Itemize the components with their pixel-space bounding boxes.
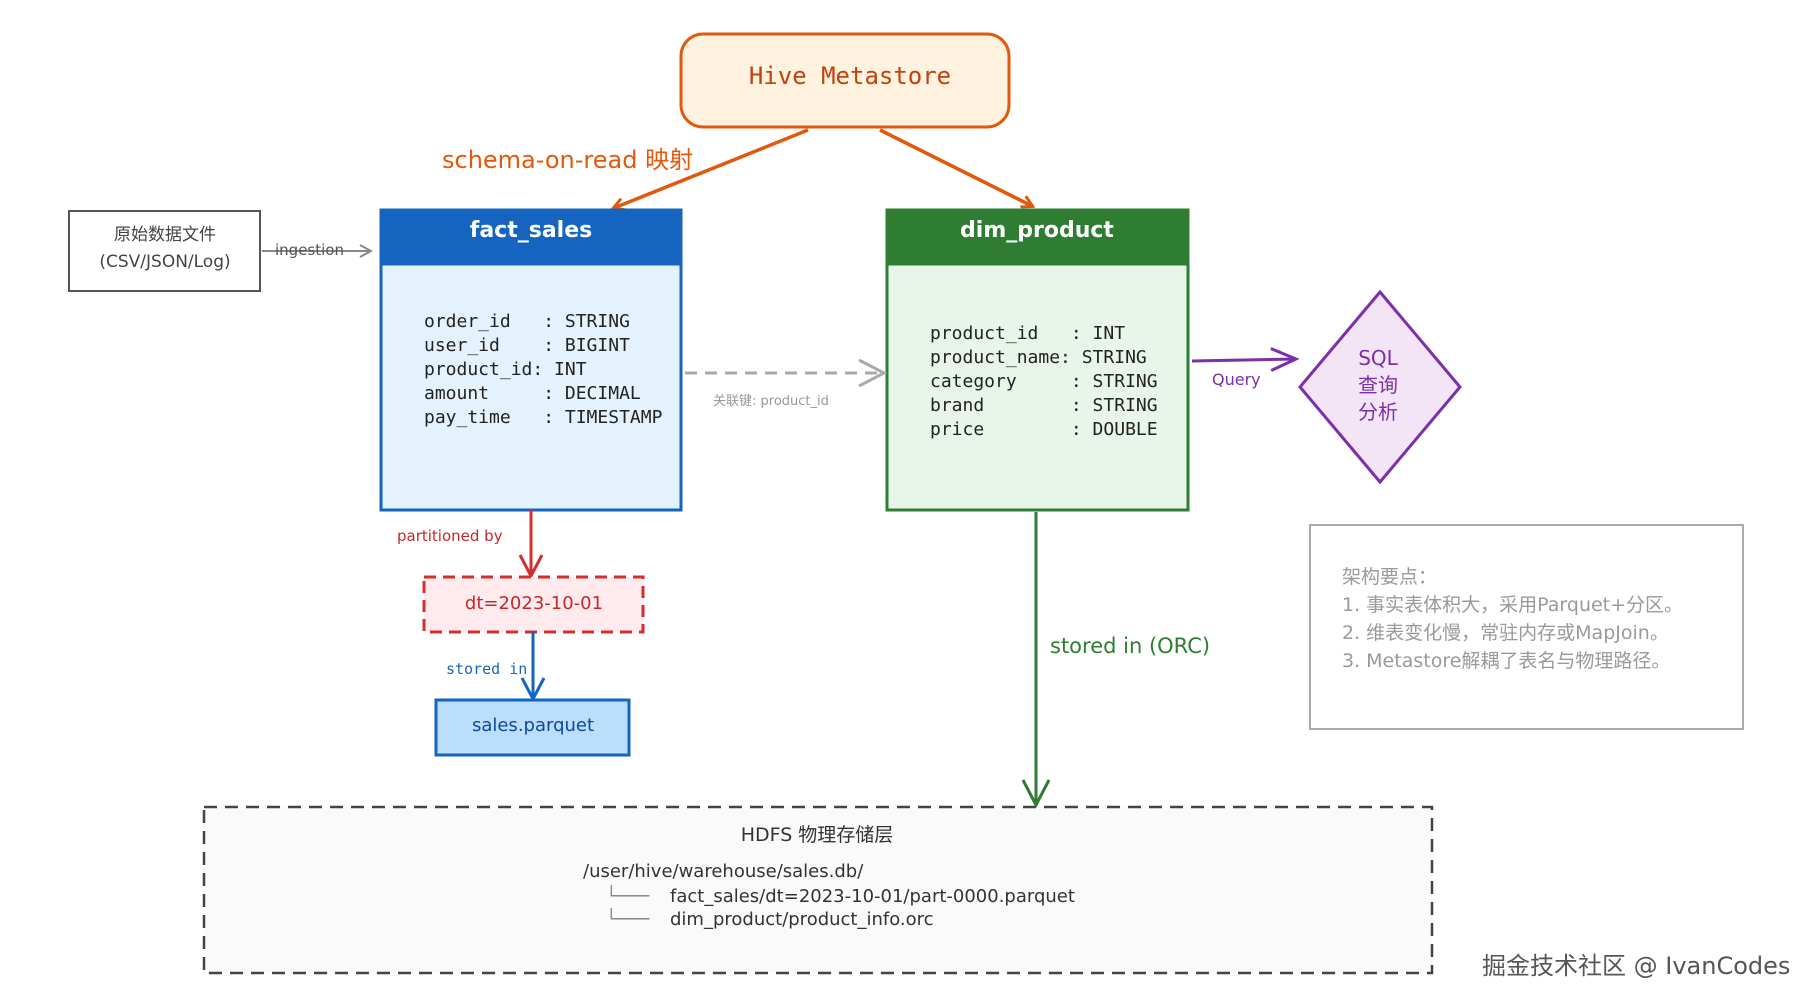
parquet-file-label: sales.parquet xyxy=(471,715,595,736)
hdfs-file-orc: dim_product/product_info.orc xyxy=(670,909,934,930)
dim-table-title: dim_product xyxy=(960,218,1114,243)
query-label: Query xyxy=(1212,370,1261,389)
raw-data-node xyxy=(68,210,261,292)
watermark: 掘金技术社区 @ IvanCodes xyxy=(1482,952,1791,980)
ingestion-label: ingestion xyxy=(275,241,344,259)
stored-in-orc-label: stored in (ORC) xyxy=(1050,634,1211,658)
dim-table-fields: product_id : INT product_name: STRING cate… xyxy=(930,322,1158,442)
partition-label: dt=2023-10-01 xyxy=(464,593,604,614)
dim-field: brand : STRING xyxy=(930,395,1158,416)
notes-title: 架构要点： xyxy=(1342,566,1438,588)
hdfs-root-path: /user/hive/warehouse/sales.db/ xyxy=(583,861,864,882)
notes-content: 架构要点： 1. 事实表体积大，采用Parquet+分区。 2. 维表变化慢，常… xyxy=(1342,563,1683,675)
query-arrow xyxy=(1191,359,1295,361)
metastore-to-fact-arrow xyxy=(614,128,809,208)
raw-data-line1: 原始数据文件 xyxy=(114,225,216,245)
sql-analysis-node xyxy=(1298,289,1462,485)
dim-field: product_name: STRING xyxy=(930,347,1147,368)
sql-node-label: SQL 查询 分析 xyxy=(1323,345,1433,426)
parquet-file-node xyxy=(434,698,631,757)
hdfs-title: HDFS 物理存储层 xyxy=(740,824,894,846)
hdfs-file-parquet: fact_sales/dt=2023-10-01/part-0000.parqu… xyxy=(670,886,1075,907)
tree-branch: └─── xyxy=(606,886,650,907)
dim-table-header xyxy=(885,208,1190,266)
schema-mapping-label: schema-on-read 映射 xyxy=(442,146,694,174)
fact-field: order_id : STRING xyxy=(424,311,630,332)
notes-panel xyxy=(1309,524,1744,730)
notes-item: 1. 事实表体积大，采用Parquet+分区。 xyxy=(1342,594,1684,616)
metastore-node xyxy=(679,32,1011,129)
fact-table-fields: order_id : STRING user_id : BIGINT product… xyxy=(424,310,662,430)
fact-field: amount : DECIMAL xyxy=(424,383,641,404)
partitioned-by-label: partitioned by xyxy=(397,527,503,545)
notes-item: 3. Metastore解耦了表名与物理路径。 xyxy=(1342,650,1671,672)
fact-table-header xyxy=(379,208,683,266)
dim-field: price : DOUBLE xyxy=(930,419,1158,440)
fact-field: product_id: INT xyxy=(424,359,587,380)
metastore-label: Hive Metastore xyxy=(748,62,952,90)
tree-branch: └─── xyxy=(606,909,650,930)
notes-item: 2. 维表变化慢，常驻内存或MapJoin。 xyxy=(1342,622,1669,644)
sql-line2: 查询 xyxy=(1358,373,1398,397)
raw-data-line2: (CSV/JSON/Log) xyxy=(99,252,231,272)
fact-field: pay_time : TIMESTAMP xyxy=(424,407,663,428)
fact-table-title: fact_sales xyxy=(469,218,593,243)
metastore-to-dim-arrow xyxy=(879,128,1032,206)
hdfs-layer xyxy=(202,805,1434,975)
dim-field: category : STRING xyxy=(930,371,1158,392)
join-key-label: 关联键: product_id xyxy=(713,394,829,409)
stored-in-label: stored in xyxy=(446,660,528,678)
sql-line3: 分析 xyxy=(1358,400,1398,424)
raw-data-label: 原始数据文件 (CSV/JSON/Log) xyxy=(70,222,260,276)
dim-field: product_id : INT xyxy=(930,323,1126,344)
sql-line1: SQL xyxy=(1358,346,1398,370)
fact-field: user_id : BIGINT xyxy=(424,335,630,356)
